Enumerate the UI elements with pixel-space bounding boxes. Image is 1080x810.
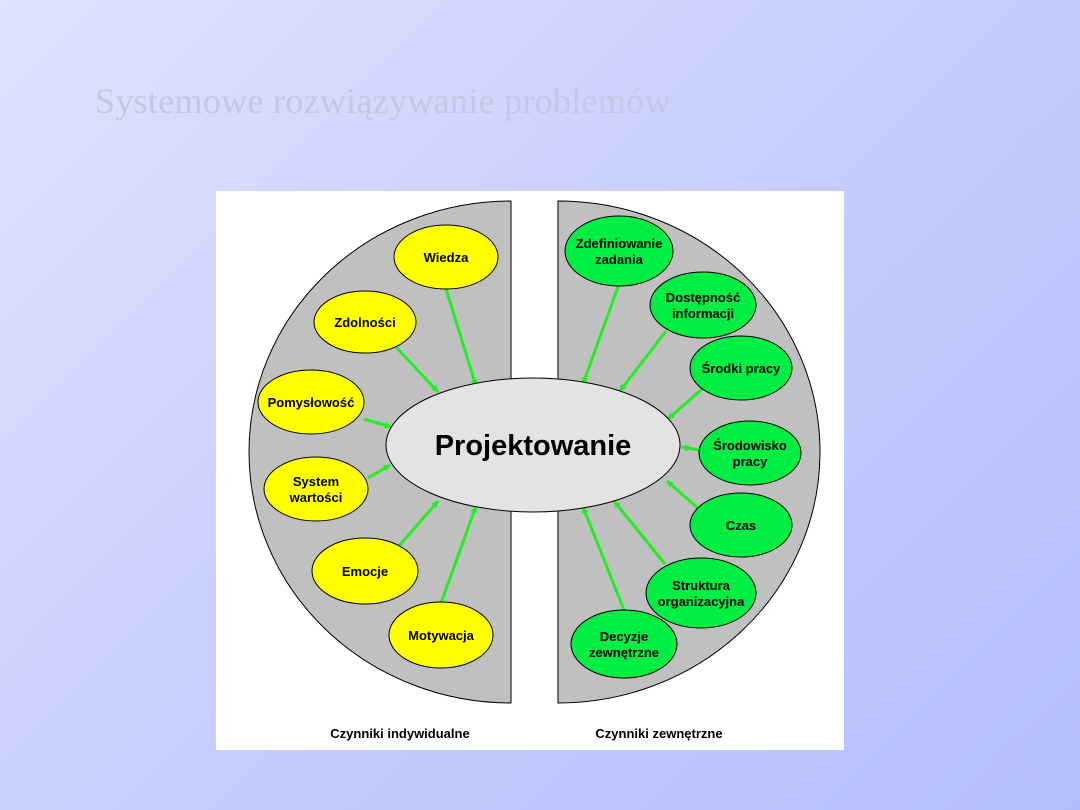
individual-factor-node-5: Emocje [311, 537, 419, 605]
external-factor-label: Zdefiniowanie [576, 236, 663, 251]
individual-factor-node-3: Pomysłowość [257, 369, 365, 435]
individual-factor-label: Emocje [342, 564, 388, 579]
individual-factor-label: Motywacja [408, 628, 475, 643]
external-factor-ellipse [649, 271, 757, 339]
external-factor-ellipse [698, 420, 802, 486]
slide-title: Systemowe rozwiązywanie problemów [95, 81, 671, 121]
external-arrow-4 [681, 444, 700, 452]
external-factor-label: Dostępność [666, 290, 740, 305]
external-arrow-7 [581, 506, 626, 611]
individual-factor-label: System [293, 474, 339, 489]
individual-factors-group: WiedzaZdolnościPomysłowośćSystemwartości… [257, 224, 499, 669]
right-caption: Czynniki zewnętrzne [595, 726, 722, 741]
external-factor-ellipse [564, 215, 674, 287]
individual-factor-label: Zdolności [334, 315, 395, 330]
external-factor-node-5: Czas [689, 492, 793, 558]
external-factor-ellipse [570, 609, 678, 679]
diagram-canvas: Projektowanie WiedzaZdolnościPomysłowość… [248, 200, 821, 741]
individual-arrow-1 [444, 288, 478, 387]
right-half-panel [557, 200, 821, 704]
external-factor-label: informacji [672, 306, 734, 321]
individual-arrow-5 [397, 500, 440, 547]
external-arrow-1 [581, 283, 621, 385]
individual-arrow-6 [439, 505, 478, 604]
external-arrow-3 [667, 386, 704, 421]
external-factor-label: Czas [726, 518, 756, 533]
individual-factor-node-6: Motywacja [388, 601, 494, 669]
individual-factor-ellipse [257, 369, 365, 435]
external-factor-node-3: Środki pracy [689, 335, 793, 401]
external-arrow-5 [666, 479, 701, 512]
external-factor-label: zadania [595, 252, 643, 267]
external-factor-ellipse [689, 335, 793, 401]
individual-factor-ellipse [313, 290, 417, 354]
individual-factor-ellipse [388, 601, 494, 669]
individual-factor-ellipse [263, 456, 369, 522]
individual-factor-ellipse [393, 224, 499, 290]
external-factor-ellipse [689, 492, 793, 558]
external-arrow-2 [618, 330, 668, 392]
individual-arrow-3 [363, 417, 392, 429]
individual-arrow-2 [394, 345, 440, 394]
individual-arrow-4 [367, 463, 391, 480]
external-factor-ellipse [645, 557, 757, 629]
external-factor-label: Struktura [672, 578, 731, 593]
individual-factor-ellipse [311, 537, 419, 605]
external-factor-label: Decyzje [600, 629, 648, 644]
individual-factor-label: Wiedza [424, 250, 469, 265]
arrow-layer [363, 283, 704, 611]
external-factor-label: Środki pracy [702, 361, 782, 376]
center-ellipse [385, 377, 681, 513]
external-factor-label: zewnętrzne [589, 645, 659, 660]
center-label: Projektowanie [435, 430, 632, 462]
left-caption: Czynniki indywidualne [330, 726, 469, 741]
external-factor-label: Środowisko [713, 438, 787, 453]
individual-factor-node-1: Wiedza [393, 224, 499, 290]
individual-factor-label: wartości [289, 490, 343, 505]
individual-factor-label: Pomysłowość [268, 395, 355, 410]
external-factors-group: ZdefiniowaniezadaniaDostępnośćinformacji… [564, 215, 802, 679]
individual-factor-node-2: Zdolności [313, 290, 417, 354]
external-factor-label: organizacyjna [658, 594, 745, 609]
external-arrow-6 [612, 500, 667, 565]
external-factor-label: pracy [733, 454, 768, 469]
